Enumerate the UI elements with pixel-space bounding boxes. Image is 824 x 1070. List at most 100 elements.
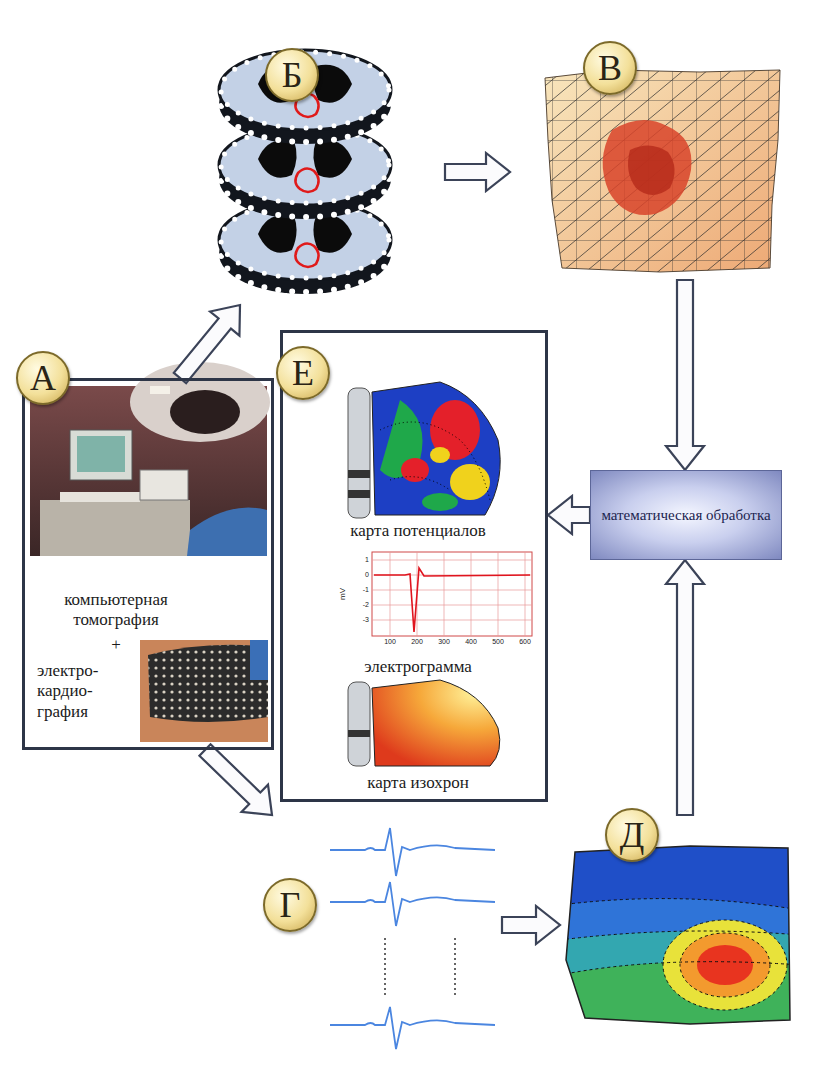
body-surface-map bbox=[697, 945, 753, 985]
torso-mesh bbox=[545, 70, 780, 272]
body-surface-map bbox=[680, 933, 770, 997]
block-arrow bbox=[174, 305, 240, 383]
block-arrow bbox=[502, 906, 560, 944]
ct-room-photo bbox=[187, 508, 267, 557]
isochrone-map bbox=[348, 682, 370, 766]
potential-map bbox=[450, 464, 490, 500]
text-slot: В bbox=[583, 41, 637, 95]
label-slot: 100 bbox=[378, 638, 402, 646]
text-slot: Б bbox=[265, 48, 319, 102]
text-slot: Е bbox=[276, 346, 330, 400]
label-slot: 200 bbox=[405, 638, 429, 646]
tick-label: 100 bbox=[378, 638, 402, 646]
text-slot: Г bbox=[263, 878, 317, 932]
ellipsis-dots bbox=[384, 938, 386, 995]
tick-label: -1 bbox=[351, 586, 369, 594]
torso-mesh bbox=[628, 145, 675, 195]
tick-label: -3 bbox=[351, 616, 369, 624]
potential-map bbox=[372, 382, 500, 515]
tick-label: 600 bbox=[513, 638, 537, 646]
block-arrow bbox=[199, 744, 272, 815]
block-arrow bbox=[445, 153, 510, 191]
potential-map bbox=[348, 388, 370, 518]
potential-map bbox=[380, 400, 490, 511]
text-slot: электро- кардио- графия bbox=[37, 661, 132, 722]
electrode-vest-photo bbox=[140, 640, 268, 742]
plus-sign: + bbox=[31, 635, 201, 655]
ct-room-photo bbox=[40, 500, 190, 556]
label-slot: -1 bbox=[351, 586, 369, 594]
image-panel: Г bbox=[262, 815, 502, 1065]
ct-room-photo bbox=[150, 386, 170, 394]
tick-label: 1 bbox=[351, 556, 369, 564]
ecg-traces bbox=[330, 828, 495, 1049]
potential-map bbox=[430, 447, 450, 463]
ct-slices bbox=[219, 50, 391, 294]
caption-text: карта потенциалов bbox=[303, 521, 533, 541]
caption-text: электро- кардио- графия bbox=[37, 661, 132, 722]
potential-map bbox=[380, 422, 490, 500]
isochrone-map bbox=[348, 680, 500, 766]
electrogram-chart bbox=[374, 568, 530, 632]
potential-map bbox=[372, 382, 500, 515]
block-arrow bbox=[666, 280, 704, 470]
torso-mesh bbox=[545, 70, 780, 272]
torso-mesh bbox=[545, 70, 780, 272]
label-slot: 300 bbox=[432, 638, 456, 646]
isochrone-map bbox=[348, 730, 370, 737]
image-panel: Д bbox=[560, 815, 792, 1027]
ct-room-photo bbox=[60, 492, 140, 502]
label-slot: 500 bbox=[486, 638, 510, 646]
ellipsis-dots bbox=[454, 938, 456, 995]
tick-label: 200 bbox=[405, 638, 429, 646]
text-slot: А bbox=[16, 351, 70, 405]
ecg-traces bbox=[330, 1007, 495, 1049]
torso-mesh bbox=[603, 120, 692, 215]
label-slot: 600 bbox=[513, 638, 537, 646]
potential-map bbox=[348, 490, 370, 498]
ecg-traces bbox=[330, 882, 495, 926]
electrogram-chart bbox=[372, 552, 532, 636]
ellipsis-dots bbox=[385, 938, 455, 995]
ct-room-photo bbox=[170, 390, 240, 434]
photo-panel: Акомпьютерная томография+электро- кардио… bbox=[22, 378, 274, 750]
ct-room-photo bbox=[30, 362, 270, 556]
block-arrow bbox=[548, 496, 590, 534]
callout-letter: Б bbox=[265, 48, 319, 102]
potential-map bbox=[390, 477, 450, 490]
body-surface-map bbox=[566, 846, 790, 1024]
label-slot: -3 bbox=[351, 616, 369, 624]
result-panel: Екарта потенциаловэлектрограммакарта изо… bbox=[280, 330, 548, 802]
process-label: математическая обработка bbox=[599, 506, 773, 525]
potential-map bbox=[401, 458, 429, 482]
callout-letter: Д bbox=[605, 808, 659, 862]
body-surface-map bbox=[560, 840, 800, 1030]
text-slot: карта потенциалов bbox=[303, 521, 533, 541]
tick-label: 500 bbox=[486, 638, 510, 646]
label-slot: mV bbox=[338, 584, 348, 604]
text-slot: + bbox=[31, 635, 201, 655]
image-panel: Б bbox=[200, 40, 445, 305]
callout-letter: В bbox=[583, 41, 637, 95]
body-surface-map bbox=[680, 933, 770, 997]
potential-map bbox=[348, 470, 370, 478]
label-slot: 1 bbox=[351, 556, 369, 564]
ct-room-photo bbox=[130, 362, 270, 442]
body-surface-map bbox=[560, 840, 800, 1030]
callout-letter: А bbox=[16, 351, 70, 405]
image-panel: В bbox=[510, 40, 790, 280]
isochrone-map bbox=[372, 680, 500, 766]
text-slot: Д bbox=[605, 808, 659, 862]
ct-room-photo bbox=[70, 430, 132, 480]
caption-text: компьютерная томография bbox=[31, 590, 201, 631]
text-slot: компьютерная томография bbox=[31, 590, 201, 631]
ct-slices bbox=[219, 50, 391, 144]
tick-label: -2 bbox=[351, 601, 369, 609]
label-slot: 400 bbox=[459, 638, 483, 646]
electrogram-chart bbox=[372, 552, 532, 636]
body-surface-map bbox=[663, 920, 787, 1010]
